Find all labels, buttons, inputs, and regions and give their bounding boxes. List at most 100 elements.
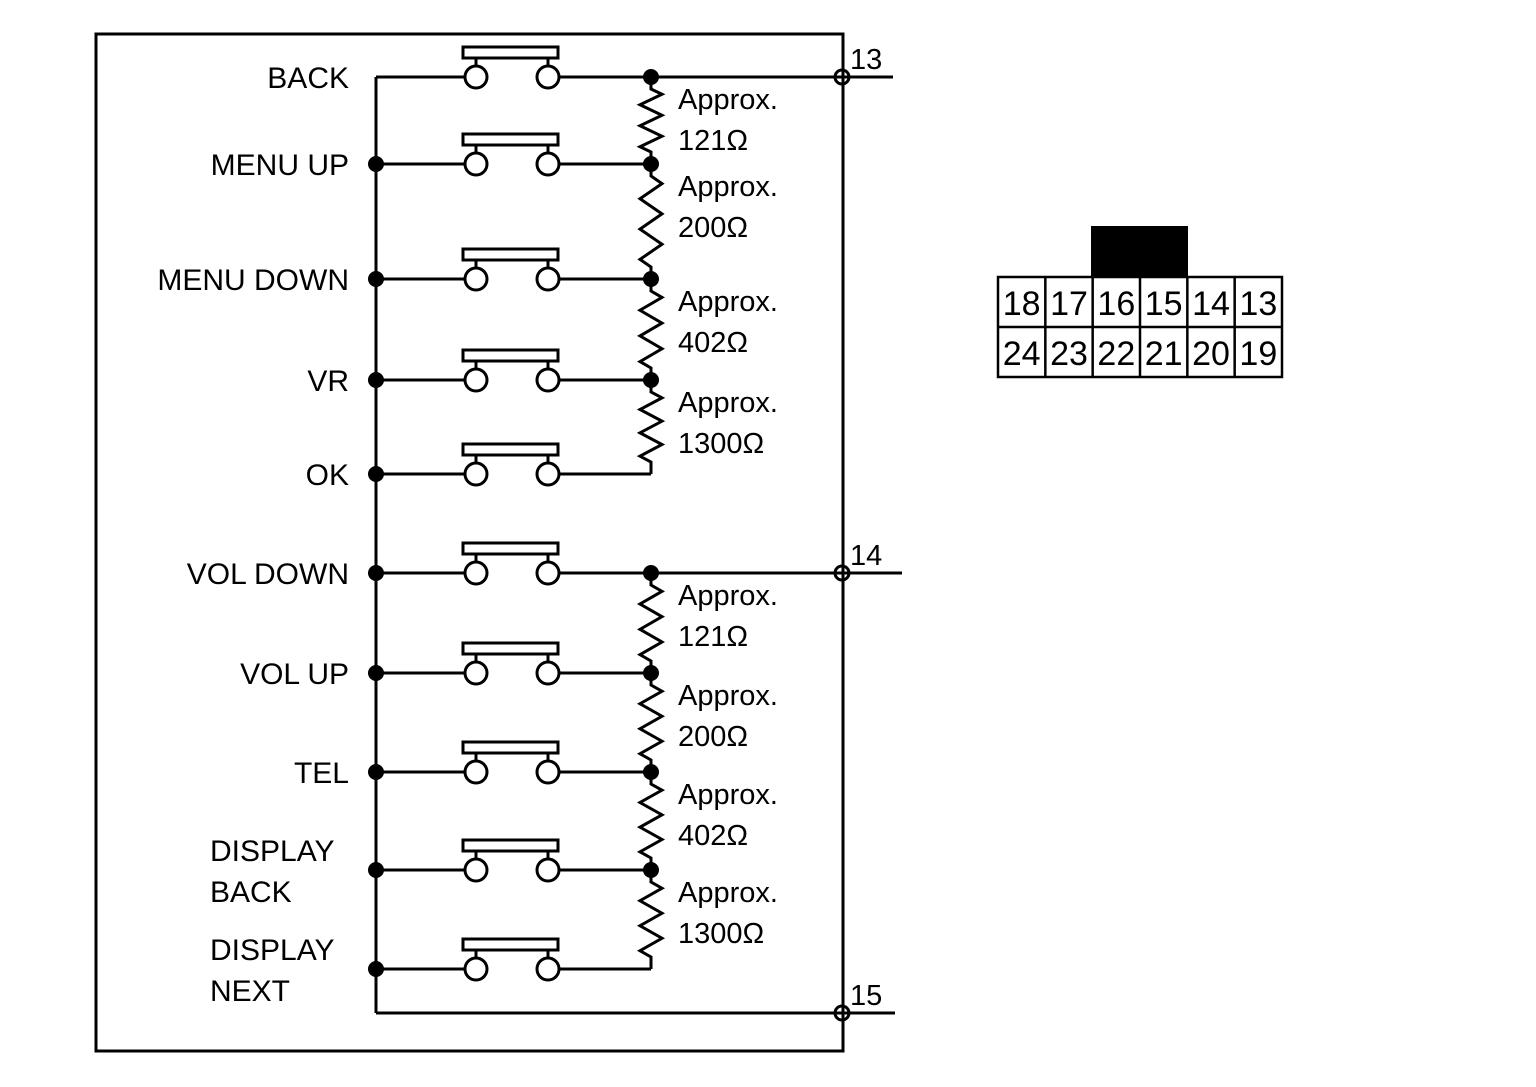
junction-dot [368, 156, 384, 172]
junction-dot [368, 665, 384, 681]
switch-contact [535, 151, 561, 177]
connector-pin-number: 19 [1239, 335, 1277, 373]
connector-pin-number: 14 [1192, 285, 1230, 323]
connector-pin-number: 16 [1097, 285, 1135, 323]
junction-dot [368, 565, 384, 581]
resistor-symbol [637, 279, 665, 380]
switch-label: BACK [267, 62, 349, 95]
terminal-point [833, 1004, 851, 1022]
terminal: 13 [651, 44, 893, 86]
switch-contact [463, 857, 489, 883]
resistor: Approx. 1300Ω [636, 380, 778, 474]
connector-pin-number: 21 [1145, 335, 1183, 373]
resistor-value: 402Ω [678, 820, 748, 852]
switch-contact [535, 759, 561, 785]
resistor-prefix: Approx. [678, 84, 778, 116]
resistor: Approx.121Ω [636, 77, 778, 164]
connector-pin-number: 15 [1145, 285, 1183, 323]
junction-dot [368, 466, 384, 482]
terminal-number: 14 [850, 540, 882, 572]
switch-contact [463, 560, 489, 586]
junction-dot [368, 764, 384, 780]
switch-label: MENU UP [211, 149, 349, 182]
switch-label: DISPLAY [210, 835, 335, 868]
pushbutton-actuator [461, 937, 560, 952]
connector-pin-number: 18 [1003, 285, 1041, 323]
switch-contact [535, 266, 561, 292]
junction-dot [368, 372, 384, 388]
resistor-ladders: Approx.121ΩApprox.200ΩApprox.402ΩApprox.… [636, 69, 778, 969]
switch-contact [535, 660, 561, 686]
switch-row: TEL [294, 740, 651, 790]
resistor-prefix: Approx. [678, 580, 778, 612]
connector-pin-number: 17 [1050, 285, 1088, 323]
resistor-value: 1300Ω [678, 428, 764, 460]
resistor: Approx.1300Ω [636, 870, 778, 969]
switch-label: BACK [210, 876, 292, 909]
switch-contact [463, 759, 489, 785]
switch-label: VOL DOWN [187, 558, 349, 591]
resistor-symbol [636, 380, 666, 474]
switch-rows: BACK MENU UP MENU DOWN VR OK VOL DOWN VOL UP TE… [157, 45, 651, 1008]
connector-pin-number: 23 [1050, 335, 1088, 373]
switch-row: MENU DOWN [157, 247, 651, 297]
resistor: Approx.121Ω [636, 573, 778, 673]
resistor-prefix: Approx. [678, 387, 778, 419]
pushbutton-actuator [461, 132, 560, 147]
connector-pin-number: 20 [1192, 335, 1230, 373]
resistor-value: 200Ω [678, 212, 748, 244]
resistor-symbol [637, 164, 665, 279]
switch-label: DISPLAY [210, 934, 335, 967]
connector-key-tab [1091, 226, 1188, 277]
resistor-prefix: Approx. [678, 779, 778, 811]
switch-label: MENU DOWN [157, 264, 349, 297]
terminal-number: 15 [850, 980, 882, 1012]
switch-contact [535, 367, 561, 393]
resistor-value: 402Ω [678, 327, 748, 359]
resistor-prefix: Approx. [678, 171, 778, 203]
pushbutton-actuator [461, 641, 560, 656]
switch-label: VOL UP [240, 658, 349, 691]
terminal-point [833, 564, 851, 582]
switch-contact [535, 857, 561, 883]
pushbutton-actuator [461, 541, 560, 556]
connector-pin-number: 22 [1097, 335, 1135, 373]
switch-label: VR [307, 365, 349, 398]
pushbutton-actuator [461, 45, 560, 60]
resistor: Approx.200Ω [636, 673, 778, 772]
switch-housing-outline [94, 32, 845, 1053]
resistor-prefix: Approx. [678, 286, 778, 318]
switch-row: DISPLAY BACK [210, 835, 651, 909]
resistor-symbol [636, 772, 666, 870]
terminal-number: 13 [850, 44, 882, 76]
pushbutton-actuator [461, 247, 560, 262]
switch-contact [463, 660, 489, 686]
terminals: 13 14 15 [651, 44, 902, 1022]
resistor-symbol [636, 77, 666, 164]
switch-contact [463, 956, 489, 982]
switch-contact [535, 560, 561, 586]
pushbutton-actuator [461, 838, 560, 853]
resistor: Approx. 200Ω [637, 164, 778, 279]
switch-row: OK [306, 442, 651, 492]
switch-contact [535, 956, 561, 982]
switch-label: OK [306, 459, 349, 492]
connector-pin-number: 13 [1239, 285, 1277, 323]
resistor: Approx. 402Ω [637, 279, 778, 380]
switch-contact [463, 367, 489, 393]
switch-contact [535, 461, 561, 487]
switch-contact [463, 266, 489, 292]
terminal-point [833, 68, 851, 86]
pushbutton-actuator [461, 740, 560, 755]
resistor-prefix: Approx. [678, 877, 778, 909]
switch-contact [463, 64, 489, 90]
junction-dot [368, 961, 384, 977]
switch-row: MENU UP [211, 132, 651, 182]
resistor-symbol [636, 673, 666, 772]
terminal: 14 [651, 540, 902, 582]
junction-dot [368, 862, 384, 878]
switch-label: TEL [294, 757, 349, 790]
